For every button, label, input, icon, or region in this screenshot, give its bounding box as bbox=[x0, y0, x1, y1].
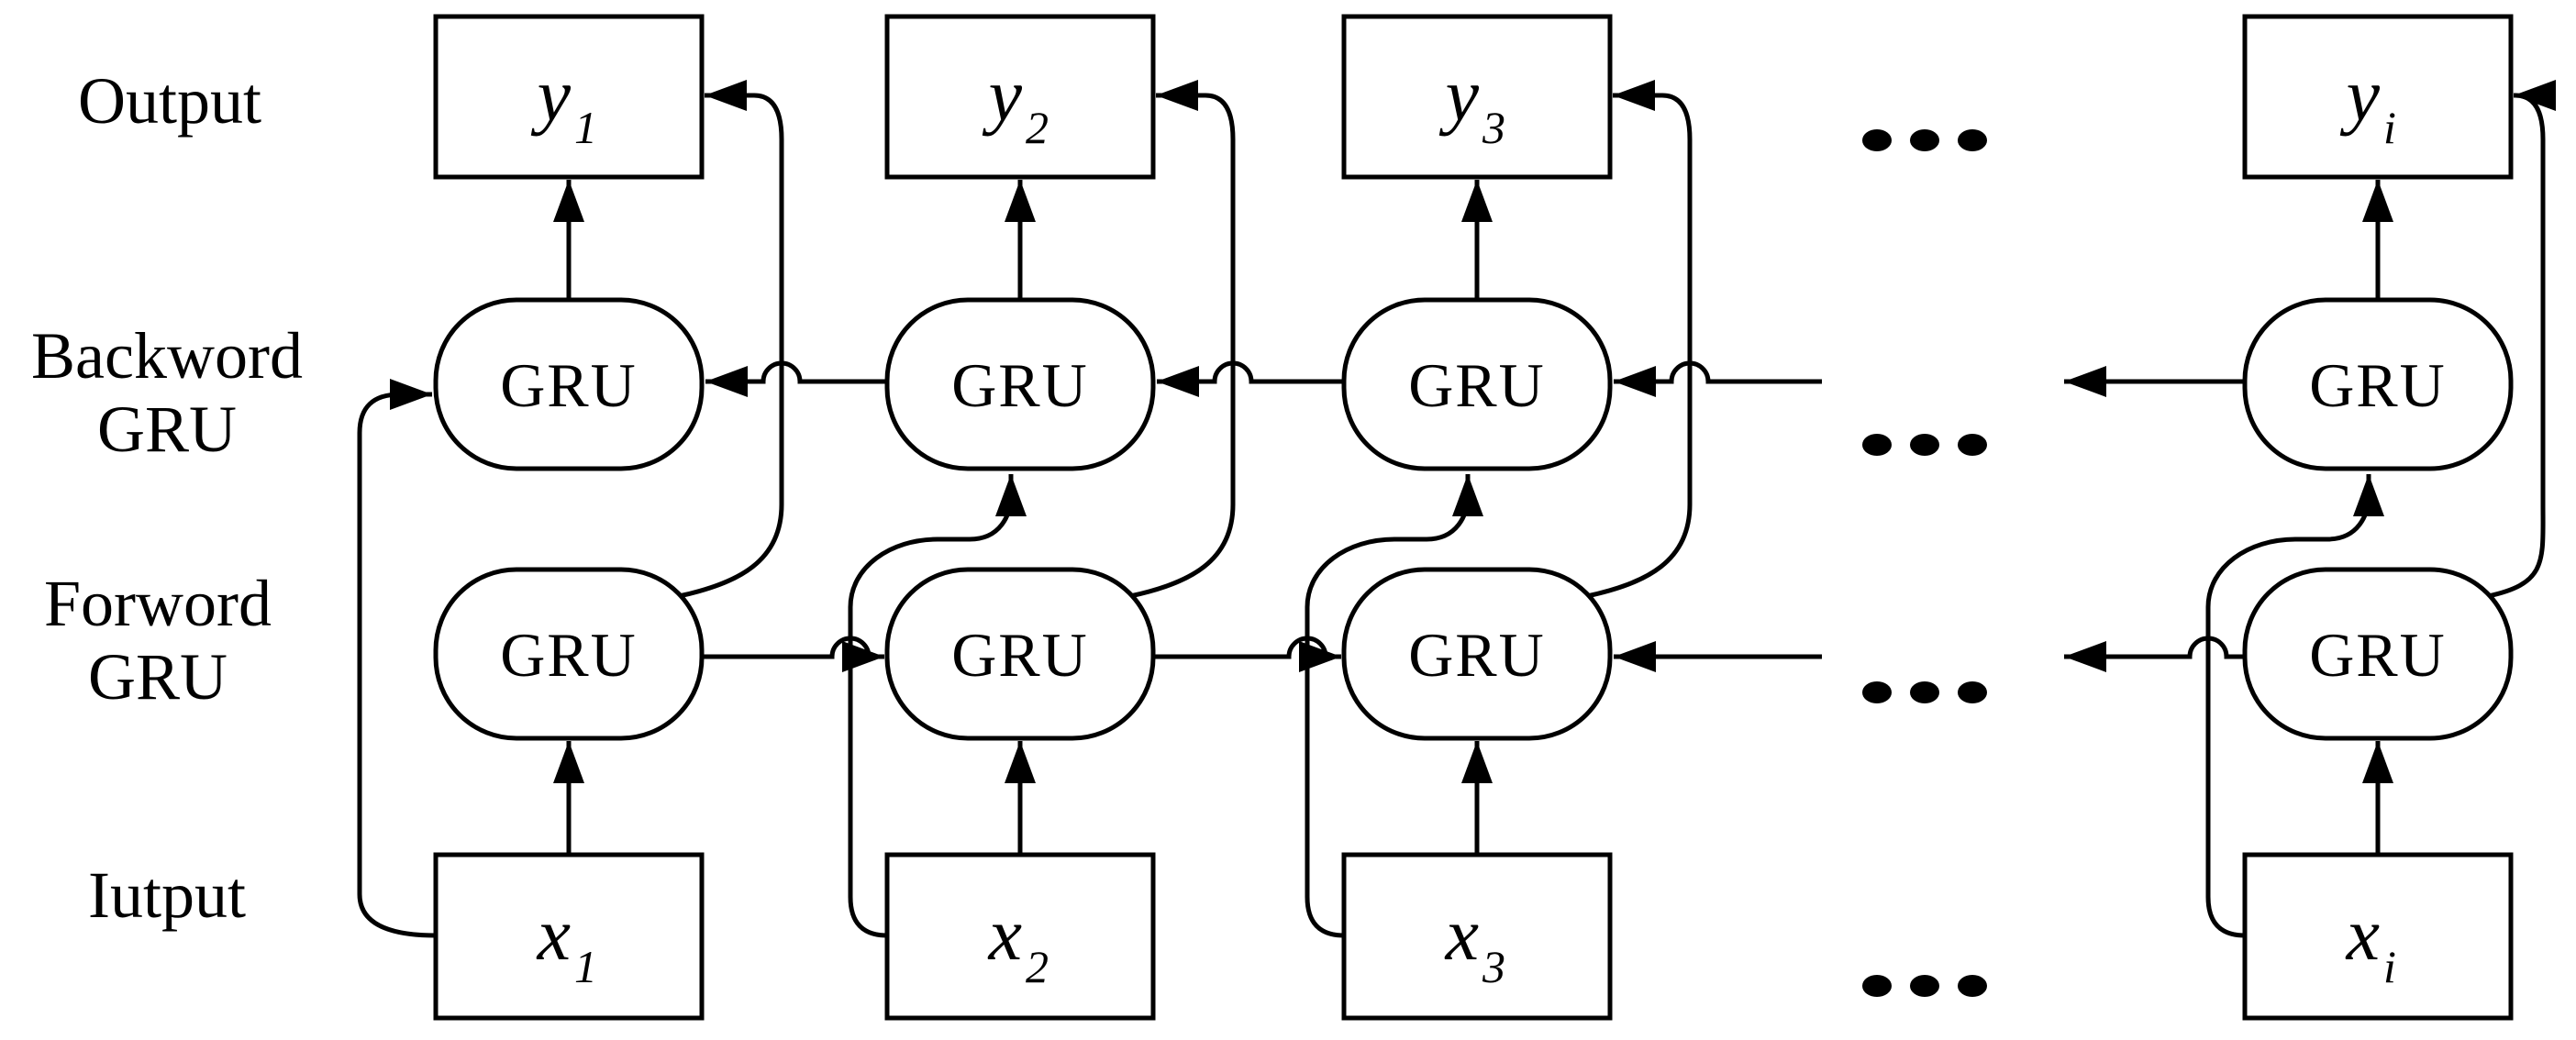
output-box-yi bbox=[2242, 14, 2514, 180]
text-layer: OutputBackwordGRUForwordGRUIutputGRUGRUy… bbox=[31, 53, 2447, 992]
ellipsis-dot-row3-1 bbox=[1862, 681, 1892, 703]
ellipsis-dot-row2-3 bbox=[1958, 434, 1987, 456]
output-box-y2 bbox=[884, 14, 1156, 180]
input-symbol-x3: x bbox=[1445, 892, 1479, 976]
ellipsis-dot-row2-1 bbox=[1862, 434, 1892, 456]
output-symbol-y2: y bbox=[983, 53, 1023, 137]
input-box-x3 bbox=[1341, 852, 1613, 1021]
forward-gru-label-2: GRU bbox=[951, 620, 1089, 690]
arrow-forward-gru-i-to-ellipsis bbox=[2064, 636, 2245, 672]
backward-gru-label-2: GRU bbox=[951, 350, 1089, 420]
ellipsis-dot-row3-2 bbox=[1910, 681, 1939, 703]
forward-gru-label-i: GRU bbox=[2309, 620, 2447, 690]
backward-gru-label-i: GRU bbox=[2309, 350, 2447, 420]
backward-gru-node-i bbox=[2242, 297, 2514, 471]
ellipsis-dot-row1-1 bbox=[1862, 129, 1892, 151]
output-symbol-y3: y bbox=[1439, 53, 1480, 137]
forward-gru-node-i bbox=[2242, 567, 2514, 741]
row-label-backward-gru-line2: GRU bbox=[97, 393, 237, 466]
ellipsis-dot-row4-3 bbox=[1958, 975, 1987, 997]
ellipsis-dot-row3-3 bbox=[1958, 681, 1987, 703]
backward-gru-label-3: GRU bbox=[1408, 350, 1546, 420]
ellipsis-dot-row4-2 bbox=[1910, 975, 1939, 997]
backward-gru-node-2 bbox=[884, 297, 1156, 471]
arrow-backward-gru-3-to-backward-gru-2 bbox=[1157, 360, 1344, 397]
row-label-input-line1: Iutput bbox=[88, 858, 246, 932]
node-layer bbox=[433, 14, 2514, 1021]
output-box-y3 bbox=[1341, 14, 1613, 180]
arrow-input-x3-to-backward-gru-3 bbox=[1305, 474, 1483, 938]
input-subscript-3: 3 bbox=[1482, 941, 1505, 992]
arrow-input-x1-to-backward-gru-1 bbox=[357, 379, 437, 938]
arrow-forward-gru-3-to-output-y3 bbox=[1586, 80, 1693, 599]
arrow-forward-gru-2-to-forward-gru-3 bbox=[1153, 636, 1341, 672]
row-label-output-line1: Output bbox=[78, 64, 261, 138]
row-label-forward-gru-line2: GRU bbox=[88, 640, 228, 714]
forward-gru-node-2 bbox=[884, 567, 1156, 741]
row-label-forward-gru-line1: Forword bbox=[44, 567, 272, 640]
input-box-x2 bbox=[884, 852, 1156, 1021]
input-subscript-2: 2 bbox=[1026, 941, 1049, 992]
arrow-backward-gru-2-to-backward-gru-1 bbox=[705, 360, 887, 397]
input-box-xi bbox=[2242, 852, 2514, 1021]
forward-gru-label-3: GRU bbox=[1408, 620, 1546, 690]
forward-gru-node-1 bbox=[433, 567, 705, 741]
arrow-backward-gru-ellipsis-to-backward-gru-3 bbox=[1614, 360, 1822, 397]
input-symbol-x1: x bbox=[537, 892, 571, 976]
output-subscript-3: 3 bbox=[1482, 102, 1505, 153]
backward-gru-node-3 bbox=[1341, 297, 1613, 471]
input-box-x1 bbox=[433, 852, 705, 1021]
output-symbol-yi: y bbox=[2340, 53, 2381, 137]
ellipsis-dot-row1-2 bbox=[1910, 129, 1939, 151]
backward-gru-node-1 bbox=[433, 297, 705, 471]
arrow-input-x2-to-backward-gru-2 bbox=[848, 474, 1027, 938]
output-subscript-1: 1 bbox=[574, 102, 597, 153]
backward-gru-label-1: GRU bbox=[500, 350, 638, 420]
output-subscript-i: i bbox=[2383, 102, 2396, 153]
row-label-backward-gru-line1: Backword bbox=[31, 319, 303, 393]
forward-gru-node-3 bbox=[1341, 567, 1613, 741]
arrow-forward-gru-1-to-output-y1 bbox=[678, 80, 784, 599]
arrow-forward-gru-i-to-output-yi bbox=[2487, 80, 2556, 599]
ellipsis-dot-row4-1 bbox=[1862, 975, 1892, 997]
arrow-forward-gru-2-to-output-y2 bbox=[1129, 80, 1236, 599]
output-box-y1 bbox=[433, 14, 705, 180]
arrow-forward-gru-1-to-forward-gru-2 bbox=[702, 636, 884, 672]
input-subscript-1: 1 bbox=[574, 941, 597, 992]
input-subscript-i: i bbox=[2383, 941, 2396, 992]
connector-layer bbox=[357, 80, 2556, 938]
ellipsis-dot-row1-3 bbox=[1958, 129, 1987, 151]
forward-gru-label-1: GRU bbox=[500, 620, 638, 690]
output-symbol-y1: y bbox=[531, 53, 572, 137]
input-symbol-x2: x bbox=[988, 892, 1022, 976]
arrow-input-xi-to-backward-gru-i bbox=[2205, 474, 2384, 938]
input-symbol-xi: x bbox=[2346, 892, 2380, 976]
ellipsis-dot-row2-2 bbox=[1910, 434, 1939, 456]
output-subscript-2: 2 bbox=[1026, 102, 1049, 153]
